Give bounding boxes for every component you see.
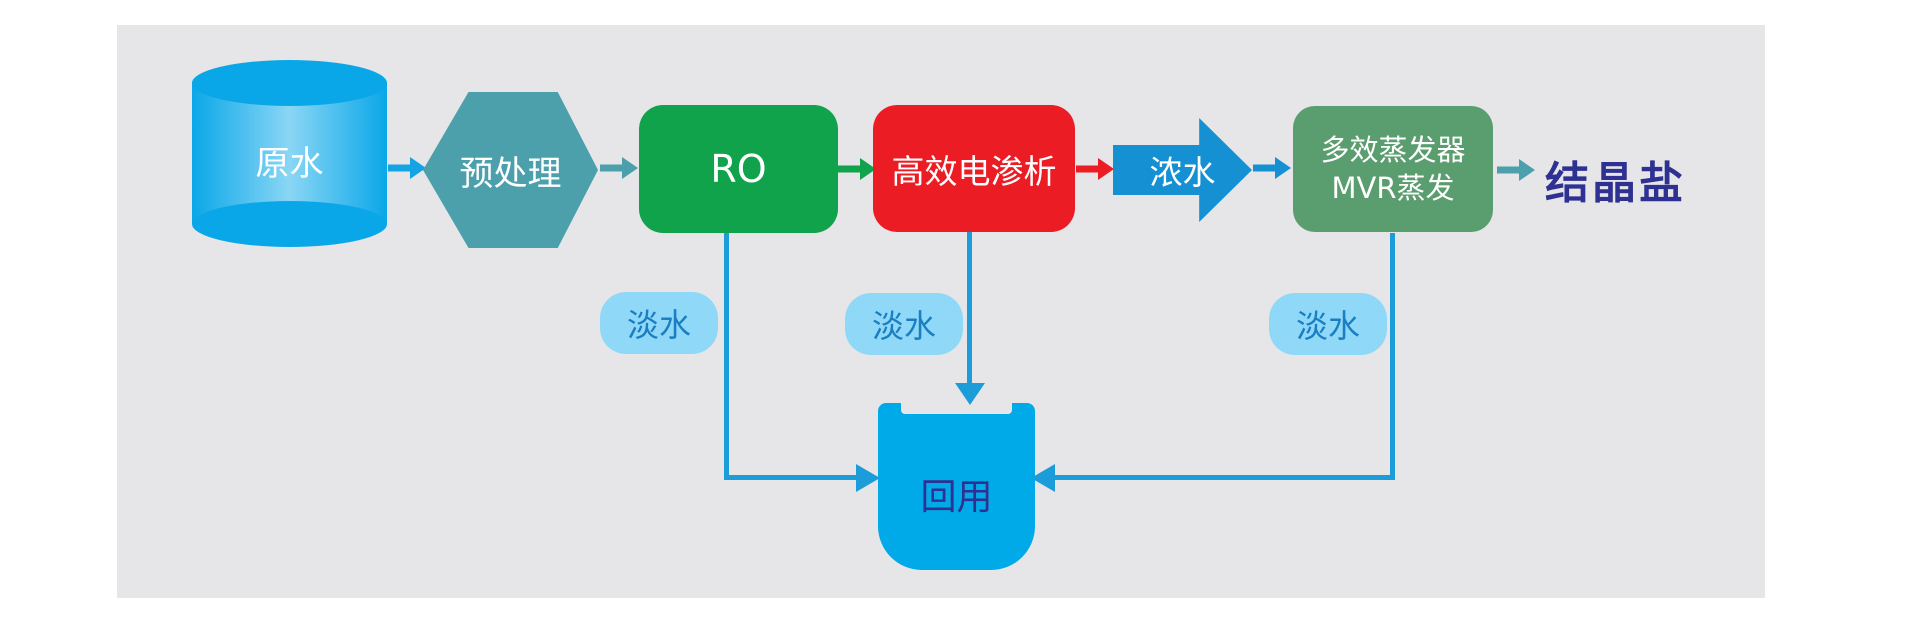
node-evaporator-box: 多效蒸发器 MVR蒸发	[1293, 106, 1493, 232]
connector-evaporator-left-line	[1053, 475, 1395, 480]
arrowhead-electrodialysis-to-reuse-icon	[955, 383, 985, 405]
node-raw-water-cylinder: 原水	[192, 60, 387, 247]
freshwater-label: 淡水	[871, 307, 936, 345]
arrow-electrodialysis-to-concentrate-icon	[1076, 158, 1114, 180]
cylinder-bottom-cap	[192, 201, 387, 247]
freshwater-label: 淡水	[626, 306, 691, 344]
node-reuse-tank: 回用	[878, 403, 1035, 570]
freshwater-pill-ro: 淡水	[600, 292, 718, 354]
freshwater-pill-evaporator: 淡水	[1269, 293, 1387, 355]
reuse-label: 回用	[920, 476, 993, 518]
crystallized-salt-label: 结晶盐	[1545, 158, 1686, 209]
electrodialysis-label: 高效电渗析	[891, 151, 1057, 191]
arrow-pretreatment-to-ro-icon	[600, 157, 638, 179]
node-ro-box: RO	[639, 105, 838, 233]
connector-evaporator-down-line	[1390, 233, 1395, 480]
evaporator-label-line2: MVR蒸发	[1331, 171, 1455, 205]
pretreatment-label: 预处理	[459, 153, 562, 194]
arrowhead-ro-to-reuse-icon	[856, 464, 880, 492]
arrow-ro-to-electrodialysis-icon	[838, 158, 876, 180]
freshwater-pill-electrodialysis: 淡水	[845, 293, 963, 355]
arrow-evaporator-to-salt-icon	[1497, 159, 1535, 181]
connector-electrodialysis-down-line	[967, 232, 972, 385]
arrow-rawwater-to-pretreatment-icon	[388, 157, 426, 179]
evaporator-label-line1: 多效蒸发器	[1320, 133, 1466, 167]
connector-ro-right-line	[724, 475, 860, 480]
cylinder-body	[192, 83, 387, 224]
tank-top-notch	[901, 403, 1012, 414]
arrow-concentrate-to-evaporator-icon	[1253, 157, 1291, 179]
cylinder-top-cap	[192, 60, 387, 106]
node-electrodialysis-box: 高效电渗析	[873, 105, 1075, 232]
concentrate-label: 浓水	[1149, 153, 1216, 192]
connector-ro-down-line	[724, 233, 729, 480]
freshwater-label: 淡水	[1295, 307, 1360, 345]
arrowhead-evaporator-to-reuse-icon	[1031, 464, 1055, 492]
raw-water-label: 原水	[255, 144, 324, 184]
ro-label: RO	[710, 147, 767, 191]
